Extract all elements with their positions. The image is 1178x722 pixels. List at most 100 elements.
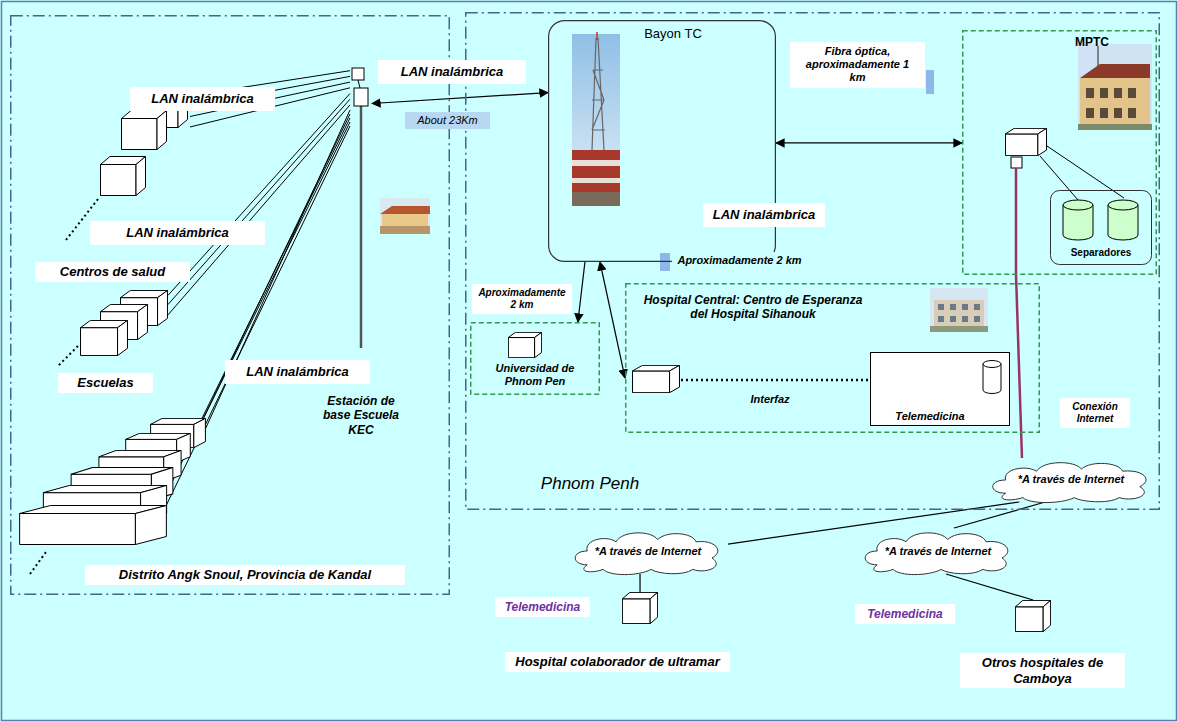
node-label: *A través de Internet	[995, 471, 1147, 488]
fiber-link	[776, 142, 962, 143]
tower-photo	[572, 150, 620, 206]
node-label: Universidad de Phnom Pen	[480, 360, 590, 390]
edge-label: Aproximadamente 2 km	[472, 284, 572, 314]
computer-icon	[622, 592, 657, 623]
site-box: Hospital Central: Centro de Esperanza de…	[625, 283, 1040, 433]
interface-line	[681, 379, 869, 382]
label-stripe	[660, 253, 670, 271]
node-label: *A través de Internet	[866, 543, 1010, 560]
switch-icon	[1005, 128, 1046, 155]
label-stripe	[926, 70, 934, 94]
continuation-dots	[58, 346, 78, 366]
internet-link	[954, 502, 1045, 528]
node-label: Otros hospitales de Camboya	[960, 653, 1125, 688]
building-photo	[1086, 88, 1136, 118]
antenna-unit	[354, 88, 368, 106]
wireless-link	[600, 262, 625, 378]
internet-link	[946, 574, 1033, 600]
server-box: Telemedicina	[870, 352, 1010, 426]
server-cylinder	[983, 364, 1001, 394]
note-label: LAN inalámbrica	[90, 221, 265, 245]
cloud-shape	[993, 463, 1146, 503]
hospital-photo	[930, 288, 988, 332]
server-fill	[870, 352, 1010, 426]
tower-photo	[572, 34, 620, 206]
device-group: Escuelas	[50, 285, 168, 400]
building-photo	[1080, 64, 1150, 78]
node-outline	[471, 323, 600, 395]
node-label: Separadores	[1055, 245, 1147, 261]
edge-label: Aproximadamente 2 km	[672, 252, 807, 269]
port-icon	[1011, 157, 1022, 168]
computer-icon	[101, 157, 146, 196]
site-box: Universidad de Phnom Pen	[470, 322, 600, 395]
node-label: Estación de base Escuela KEC	[315, 392, 407, 439]
building-photo	[1078, 124, 1152, 130]
internet-cloud: *A través de Internet	[568, 528, 728, 574]
node-label: Distrito Angk Snoul, Provincia de Kandal	[85, 565, 405, 585]
edge-label: Conexión Internet	[1060, 398, 1130, 428]
school-photo	[380, 206, 430, 214]
storage-cylinder	[1108, 200, 1138, 210]
computer-icon	[122, 111, 167, 150]
tower-photo	[596, 32, 598, 40]
building-photo	[1078, 44, 1152, 130]
hospital-photo	[930, 326, 988, 332]
internet-cloud: *A través de Internet	[858, 528, 1018, 574]
internet-link	[639, 574, 640, 592]
node-outline	[11, 16, 450, 595]
wireless-link	[578, 262, 585, 322]
school-photo	[380, 226, 430, 234]
node-outline	[871, 353, 1010, 426]
storage-cylinder	[1063, 200, 1093, 210]
note-label: Interfaz	[738, 392, 802, 407]
switch-icon	[633, 365, 680, 392]
wireless-link	[168, 94, 350, 315]
tower-photo	[572, 192, 620, 206]
server-cylinder	[983, 361, 1001, 368]
node-outline	[466, 13, 1160, 510]
building-photo	[1080, 78, 1150, 130]
note-label: Telemedicina	[495, 597, 590, 617]
continuation-dots	[30, 552, 46, 574]
computer-icon	[20, 506, 167, 545]
note-label: LAN inalámbrica	[130, 87, 275, 111]
node-label: Telemedicina	[885, 408, 975, 425]
note-label: LAN inalámbrica	[225, 360, 370, 384]
hospital-photo	[938, 304, 980, 322]
node-label: Hospital Central: Centro de Esperanza de…	[633, 291, 873, 324]
computer-icon	[81, 320, 128, 355]
storage-box: Separadores	[1050, 190, 1152, 265]
base-station: Estación de base Escuela KEC	[350, 65, 372, 350]
node-outline	[962, 30, 1157, 275]
edge-label: About 23Km	[405, 112, 490, 129]
note-label: Telemedicina	[855, 604, 955, 624]
note-label: LAN inalámbrica	[378, 60, 526, 84]
antenna-mast	[360, 104, 363, 348]
node-label: Phnom Penh	[520, 472, 660, 496]
hospital-site: Otros hospitales de Camboya	[955, 600, 1130, 695]
antenna-unit	[352, 68, 364, 80]
tower-photo	[572, 160, 620, 166]
note-label: LAN inalámbrica	[703, 203, 825, 227]
wireless-link	[372, 93, 548, 104]
edge-label: Fibra óptica, aproximadamente 1 km	[790, 42, 925, 88]
node-label: Centros de salud	[35, 262, 190, 282]
node-label: *A través de Internet	[576, 543, 720, 560]
internet-link	[1016, 275, 1022, 458]
computer-icon	[1015, 600, 1050, 631]
internet-cloud: *A través de Internet	[985, 458, 1157, 502]
school-photo	[382, 214, 428, 226]
node-outline	[626, 284, 1040, 433]
tower-photo	[592, 38, 605, 150]
wireless-line	[164, 126, 350, 510]
school-photo	[380, 198, 430, 234]
internet-cable	[1015, 168, 1018, 275]
hospital-photo	[934, 300, 984, 326]
antenna-mast	[358, 80, 360, 88]
tower-photo	[572, 178, 620, 183]
device-group: Centros de salud	[30, 85, 190, 295]
node-label: MPTC	[1062, 33, 1122, 51]
site-box: MPTC Separadores	[962, 30, 1157, 275]
